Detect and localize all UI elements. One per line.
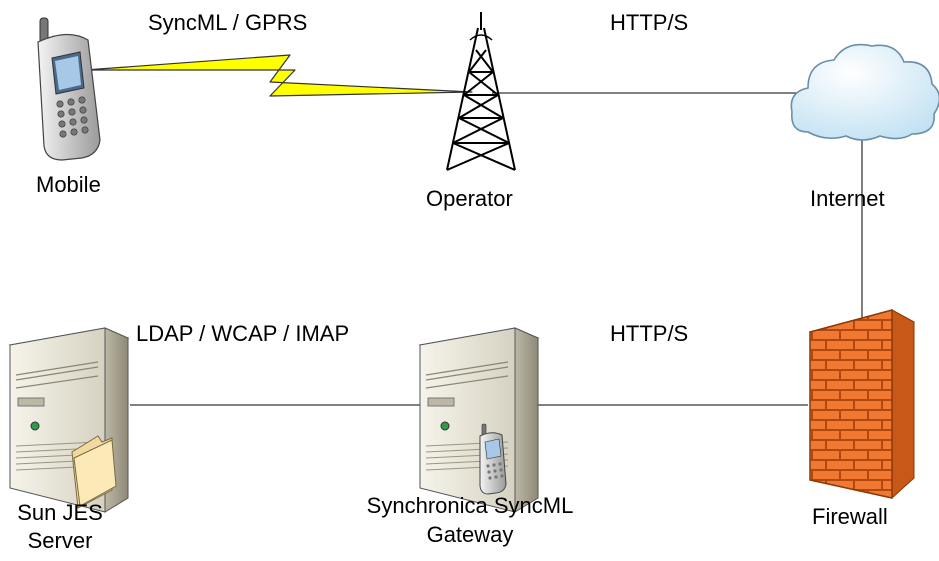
node-label-firewall: Firewall <box>812 504 888 529</box>
link-label-syncml-gprs: SyncML / GPRS <box>148 10 308 35</box>
node-label-gateway-line1: Synchronica SyncML <box>366 493 574 518</box>
mobile-phone-icon <box>37 17 101 161</box>
radio-tower-icon <box>446 12 516 171</box>
firewall-icon <box>808 309 916 500</box>
server-icon <box>418 327 540 513</box>
mobile-phone-icon <box>479 423 507 495</box>
link-label-ldap-wcap-imap: LDAP / WCAP / IMAP <box>136 321 350 346</box>
node-label-operator: Operator <box>426 186 513 211</box>
node-label-mobile: Mobile <box>36 172 101 197</box>
node-label-sun-jes-line2: Server <box>27 528 93 553</box>
lightning-bolt-icon <box>84 54 473 97</box>
folder-icon <box>71 435 117 509</box>
node-label-sun-jes-line1: Sun JES <box>17 500 103 525</box>
link-label-https-bottom: HTTP/S <box>610 321 689 346</box>
node-label-gateway-line2: Gateway <box>426 522 514 547</box>
link-label-https-top: HTTP/S <box>610 10 689 35</box>
cloud-icon <box>790 43 939 141</box>
node-label-internet: Internet <box>810 186 885 211</box>
